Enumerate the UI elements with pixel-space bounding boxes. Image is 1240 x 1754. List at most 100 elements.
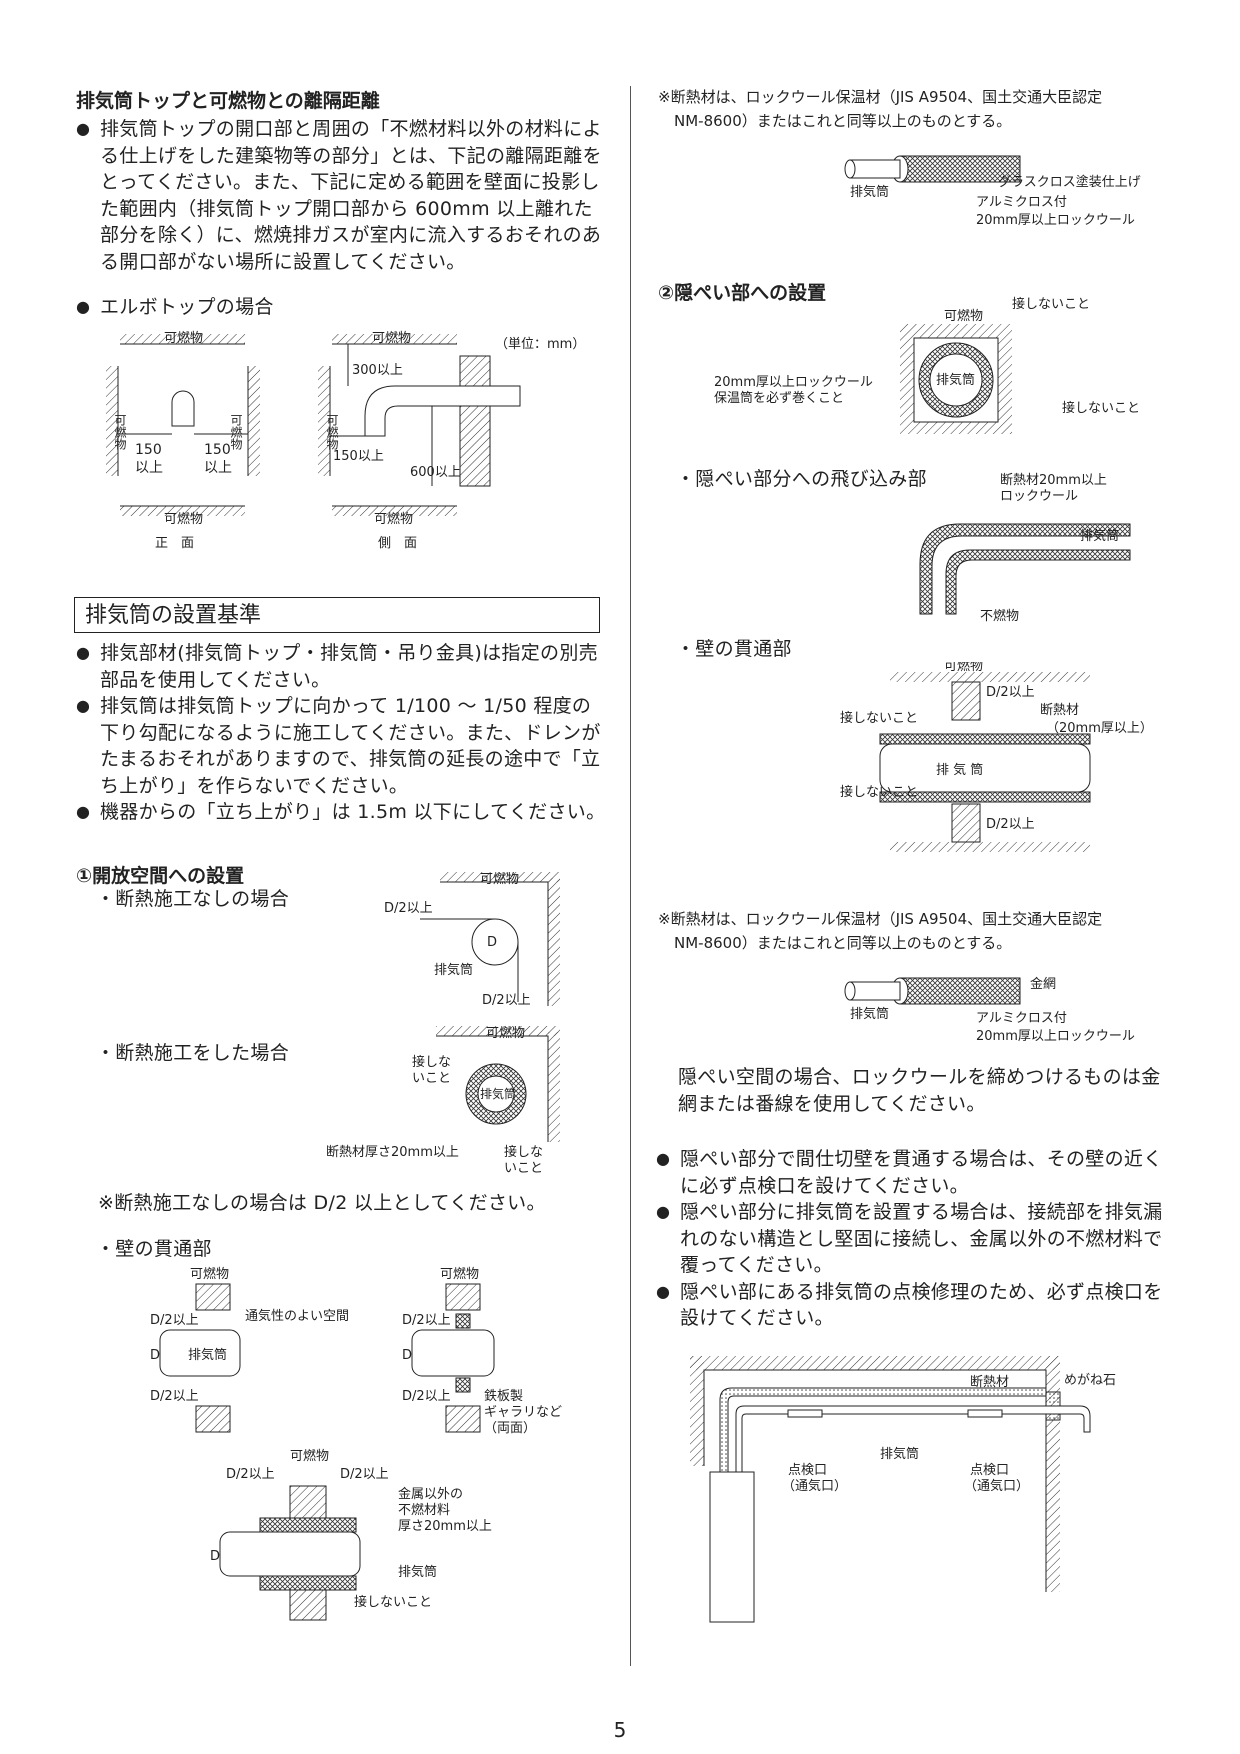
- jump-insul1: 断熱材20mm以上: [1000, 473, 1107, 488]
- bottom-insul: 断熱材: [970, 1375, 1009, 1390]
- wall2-notouch-top: 接しないこと: [840, 710, 918, 726]
- standards-bullet-slope: 排気筒は排気筒トップに向かって 1/100 ～ 1/50 程度の下り勾配になるよ…: [76, 693, 606, 799]
- wallC-d: D: [210, 1549, 220, 1564]
- bottom-inspect1: 点検口: [788, 1463, 827, 1478]
- wallB-d: D: [402, 1348, 412, 1363]
- wall2-d2-bottom: D/2以上: [986, 817, 1035, 832]
- standards-bullet-list: 排気部材(排気筒トップ・排気筒・吊り金具)は指定の別売部品を使用してください。 …: [76, 640, 606, 826]
- open-d2-top: D/2以上: [384, 901, 433, 916]
- pipe1-rock: 20mm厚以上ロックウール: [976, 213, 1135, 228]
- elbow-front-top-label: 可燃物: [164, 330, 203, 346]
- jump-in-label: ・隠ぺい部分への飛び込み部: [676, 468, 927, 490]
- jump-flue: 排気筒: [1080, 528, 1119, 544]
- hidden-notouch-right: 接しないこと: [1062, 400, 1140, 416]
- no-insulation-label: ・断熱施工なしの場合: [96, 888, 290, 910]
- standards-bullet-rise: 機器からの「立ち上がり」は 1.5m 以下にしてください。: [76, 799, 606, 826]
- pipe1-flue: 排気筒: [850, 184, 889, 200]
- wallB-steel: 鉄板製: [484, 1389, 523, 1404]
- elbow-side-wall-label: 可燃物: [325, 414, 339, 450]
- right-note2-b: NM-8600）またはこれと同等以上のものとする。: [674, 934, 1012, 952]
- wall2-insul2: （20mm厚以上）: [1046, 721, 1153, 736]
- right-note2-a: ※断熱材は、ロックウール保温材（JIS A9504、国土交通大臣認定: [658, 910, 1103, 928]
- right-note1-b: NM-8600）またはこれと同等以上のものとする。: [674, 112, 1012, 130]
- bottom-inspect2b: （通気口）: [964, 1478, 1029, 1494]
- open-ins-combustible: 可燃物: [486, 1026, 525, 1041]
- hidden-bullet-inspect: 隠ぺい部にある排気筒の点検修理のため、必ず点検口を設けてください。: [656, 1279, 1174, 1332]
- wallC-nonmetal2: 不燃材料: [398, 1502, 450, 1518]
- page-number: 5: [613, 1718, 627, 1742]
- no-insulation-note: ※断熱施工なしの場合は D/2 以上としてください。: [98, 1192, 546, 1214]
- wall2-insul1: 断熱材: [1040, 703, 1079, 718]
- clearance-bullet-list: 排気筒トップの開口部と周囲の「不燃材料以外の材料による仕上げをした建築物等の部分…: [76, 116, 606, 275]
- hidden-bullet-list: 隠ぺい部分で間仕切壁を貫通する場合は、その壁の近くに必ず点検口を設けてください。…: [656, 1146, 1174, 1332]
- wallA-d2-top: D/2以上: [150, 1313, 199, 1328]
- elbow-150-left: 150: [135, 442, 162, 458]
- open-ins-notouch1: 接しな: [412, 1054, 451, 1070]
- column-divider: [630, 86, 631, 1666]
- hidden-bullet-joint: 隠ぺい部分に排気筒を設置する場合は、接続部を排気漏れのない構造とし堅固に接続し、…: [656, 1199, 1174, 1279]
- open-ins-notouch1b: いこと: [412, 1071, 451, 1086]
- pipe2-flue: 排気筒: [850, 1006, 889, 1022]
- bottom-megane: めがね石: [1064, 1373, 1116, 1388]
- wallA-d2-bottom: D/2以上: [150, 1389, 199, 1404]
- wallC-d2-left: D/2以上: [226, 1467, 275, 1482]
- elbow-right-wall-label: 可燃物: [229, 414, 243, 450]
- elbow-top-figure: 可燃物 可燃物 可燃物 150 以上 150 以上 可燃物 正 面 可燃物 （単…: [106, 330, 585, 551]
- elbow-bullet: エルボトップの場合: [76, 294, 376, 321]
- jump-noncomb: 不燃物: [980, 608, 1019, 624]
- wallB-d2-top: D/2以上: [402, 1313, 451, 1328]
- right-note1-a: ※断熱材は、ロックウール保温材（JIS A9504、国土交通大臣認定: [658, 88, 1103, 106]
- wall2-flue: 排 気 筒: [936, 762, 983, 778]
- open-ins-notouch2b: いこと: [504, 1161, 543, 1176]
- wall2-combustible: 可燃物: [944, 662, 983, 674]
- wall-pass-label: ・壁の貫通部: [96, 1238, 212, 1260]
- pipe2-mesh: 金網: [1030, 976, 1056, 992]
- hidden-notouch-top: 接しないこと: [1012, 296, 1090, 312]
- wallC-nonmetal3: 厚さ20mm以上: [398, 1519, 492, 1534]
- wallC-combustible: 可燃物: [290, 1448, 329, 1464]
- elbow-300: 300以上: [352, 363, 403, 378]
- wallB-combustible: 可燃物: [440, 1266, 479, 1282]
- elbow-front-bottom-label: 可燃物: [164, 511, 203, 527]
- wall-pass-label-right: ・壁の貫通部: [676, 638, 792, 660]
- hidden-section-figure: 排気筒 可燃物 接しないこと 接しないこと 20mm厚以上ロックウール 保温筒を…: [714, 296, 1140, 434]
- elbow-150-right: 150: [204, 442, 231, 458]
- open-flue-label: 排気筒: [434, 962, 473, 978]
- elbow-side-150: 150以上: [333, 449, 384, 464]
- hidden-rock2: 保温筒を必ず巻くこと: [714, 390, 844, 406]
- wallC-d2-right: D/2以上: [340, 1467, 389, 1482]
- unit-label: （単位：mm）: [495, 336, 585, 352]
- open-ins-flue: 排気筒: [480, 1086, 516, 1101]
- elbow-side-top-label: 可燃物: [372, 330, 411, 346]
- wallA-d: D: [150, 1348, 160, 1363]
- hidden-bullet-partition: 隠ぺい部分で間仕切壁を貫通する場合は、その壁の近くに必ず点検口を設けてください。: [656, 1146, 1174, 1199]
- rockwool-pipe-figure-2: 排気筒 金網 アルミクロス付 20mm厚以上ロックウール: [844, 976, 1135, 1044]
- wallC-notouch: 接しないこと: [354, 1594, 432, 1610]
- wallA-flue: 排気筒: [188, 1347, 227, 1363]
- elbow-bullet-list: エルボトップの場合: [76, 294, 376, 321]
- pipe1-glass: グラスクロス塗装仕上げ: [998, 174, 1141, 190]
- pipe2-alu: アルミクロス付: [976, 1011, 1067, 1026]
- open-combustible-label: 可燃物: [480, 872, 519, 887]
- bottom-flue: 排気筒: [880, 1446, 919, 1462]
- wall2-d2-top: D/2以上: [986, 685, 1035, 700]
- wallB-gallery: ギャラリなど: [484, 1405, 562, 1420]
- open-no-insulation-figure: 可燃物 D D/2以上 排気筒 D/2以上: [384, 872, 560, 1008]
- section-title-standards: 排気筒の設置基準: [74, 597, 600, 633]
- open-space-title: ①開放空間への設置: [76, 865, 245, 887]
- hidden-rock1: 20mm厚以上ロックウール: [714, 375, 873, 390]
- hidden-installation-figure: めがね石 断熱材 排気筒 点検口 （通気口） 点検口 （通気口）: [690, 1356, 1116, 1623]
- standards-bullet-parts: 排気部材(排気筒トップ・排気筒・吊り金具)は指定の別売部品を使用してください。: [76, 640, 606, 693]
- hidden-flue: 排気筒: [936, 372, 975, 388]
- with-insulation-label: ・断熱施工をした場合: [96, 1042, 290, 1064]
- wallA-combustible: 可燃物: [190, 1266, 229, 1282]
- elbow-600: 600以上: [410, 465, 461, 480]
- elbow-150-left-above: 以上: [135, 460, 163, 476]
- wallB-d2-bottom: D/2以上: [402, 1389, 451, 1404]
- side-view-caption: 側 面: [378, 536, 417, 551]
- bottom-inspect2: 点検口: [970, 1463, 1009, 1478]
- elbow-left-wall-label: 可燃物: [113, 414, 127, 450]
- open-ins-notouch2: 接しな: [504, 1144, 543, 1160]
- wallC-flue: 排気筒: [398, 1564, 437, 1580]
- hidden-combustible: 可燃物: [944, 308, 983, 324]
